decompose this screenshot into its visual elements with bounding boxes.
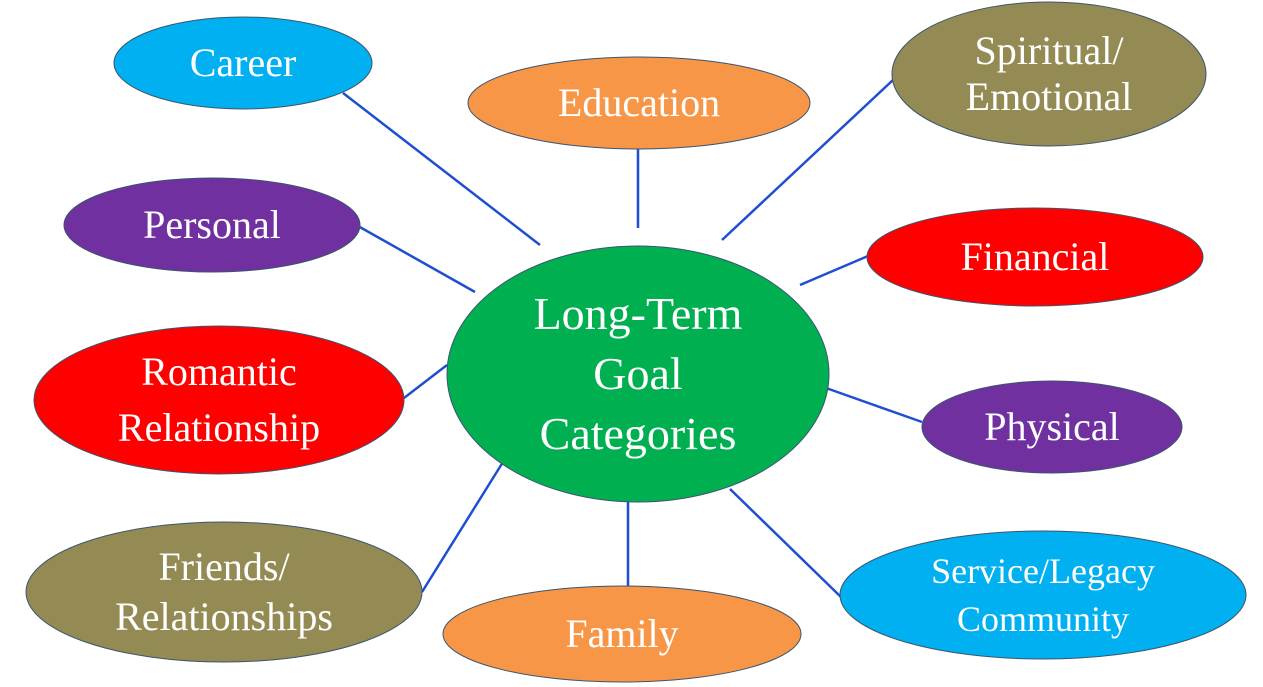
connector-personal [357,224,476,294]
node-spiritual-label: Emotional [966,74,1133,119]
node-service-label: Service/Legacy [931,551,1155,591]
node-family-label: Family [565,611,678,656]
node-family: Family [442,585,802,683]
node-physical: Physical [921,380,1183,474]
node-friends-label: Friends/ [158,544,290,589]
node-romantic-label: Relationship [118,405,320,450]
node-friends-label: Relationships [115,594,333,639]
node-financial-shape [866,207,1204,307]
node-romantic-label: Romantic [141,349,297,394]
node-education-shape [467,56,811,150]
node-service-label: Community [957,599,1129,639]
center-node-shape [446,245,830,503]
node-family-shape [442,585,802,683]
node-personal-shape [63,177,361,273]
node-physical-label: Physical [984,404,1120,449]
node-spiritual: Spiritual/Emotional [891,1,1207,147]
node-personal-label: Personal [143,202,281,247]
node-career: Career [113,16,373,110]
connector-lines [342,79,923,599]
connector-financial [799,254,869,287]
node-personal: Personal [63,177,361,273]
node-career-shape [113,16,373,110]
connector-service [729,488,843,599]
connector-physical [825,386,923,424]
connector-career [342,92,541,246]
connector-friends [420,461,505,593]
node-friends-shape [25,521,423,663]
node-spiritual-label: Spiritual/ [975,28,1125,73]
node-career-label: Career [190,40,297,85]
connector-romantic [403,364,448,399]
node-financial: Financial [866,207,1204,307]
node-education: Education [467,56,811,150]
node-financial-label: Financial [961,234,1110,279]
node-romantic-shape [33,325,405,475]
center-node-label: Goal [593,348,682,399]
center-node-label: Categories [540,408,737,459]
node-spiritual-shape [891,1,1207,147]
center-node-label: Long-Term [534,288,743,339]
connector-spiritual [721,79,894,241]
node-friends: Friends/Relationships [25,521,423,663]
node-service-shape [839,530,1247,660]
node-physical-shape [921,380,1183,474]
node-education-label: Education [558,80,720,125]
